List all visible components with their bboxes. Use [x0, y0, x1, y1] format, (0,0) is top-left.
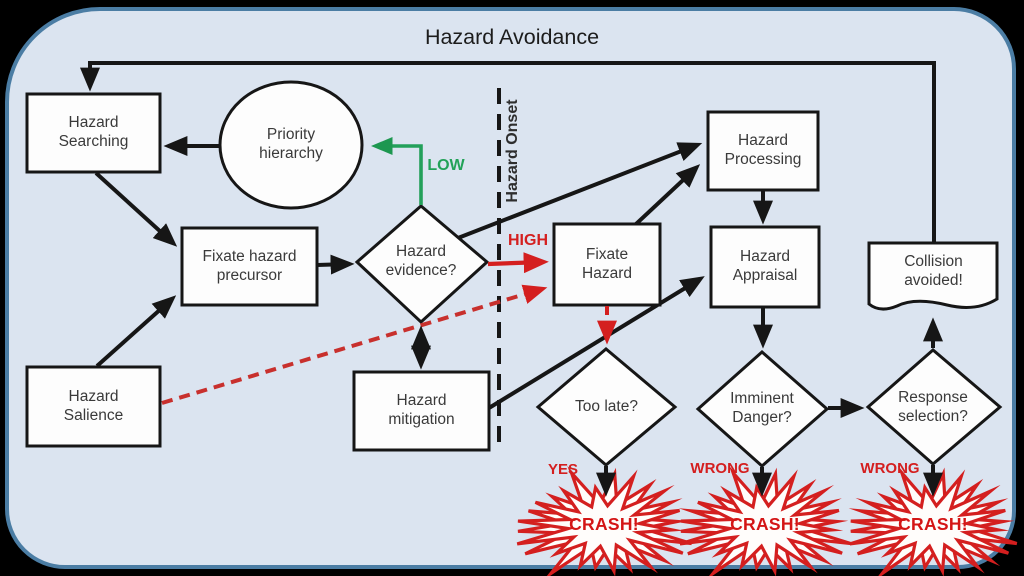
node-too-late-label: Too late? — [575, 397, 638, 415]
edge-searching-to-precursor — [94, 171, 178, 247]
node-hazard-mitigation-shape — [352, 370, 491, 452]
crash-starburst-3 — [848, 465, 1018, 576]
edge-evidence-to-fixate-high — [487, 252, 549, 274]
colored-edges — [161, 137, 617, 405]
node-collision-avoided-shape — [867, 241, 999, 311]
node-hazard-salience-shape — [25, 365, 162, 448]
crash-label-1: CRASH! — [569, 513, 639, 534]
crash-starburst-1 — [516, 465, 693, 576]
edge-salience-to-precursor — [95, 295, 177, 368]
low-edge-label: LOW — [427, 157, 465, 175]
crash-label-2: CRASH! — [730, 513, 800, 534]
diagram-title: Hazard Avoidance — [424, 25, 600, 50]
node-priority-hierarchy-shape — [218, 80, 364, 210]
node-hazard-evidence-shape — [354, 204, 490, 325]
high-edge-label: HIGH — [508, 232, 548, 250]
edge-mitigation-to-appraisal — [487, 276, 705, 410]
node-priority-hierarchy-label: Priority hierarchy — [259, 126, 323, 162]
node-hazard-searching-label: Hazard Searching — [58, 114, 129, 150]
node-hazard-appraisal-shape — [709, 225, 821, 309]
crash-arrows — [596, 465, 943, 497]
wrong-edge-label-2: WRONG — [860, 460, 920, 477]
node-imminent-danger-shape — [695, 349, 830, 469]
node-hazard-mitigation-label: Hazard mitigation — [388, 391, 455, 428]
crash-label-3: CRASH! — [898, 513, 968, 534]
node-fixate-hazard-shape — [552, 222, 662, 307]
diagram-panel — [5, 7, 1016, 569]
node-imminent-danger-label: Imminent Danger? — [730, 390, 794, 426]
node-shapes — [25, 80, 1003, 469]
node-fixate-hazard-precursor-label: Fixate hazard precursor — [202, 247, 297, 284]
hazard-onset-label: Hazard Onset — [504, 99, 522, 203]
edge-salience-to-fixate-dashed — [161, 284, 548, 405]
black-edges — [80, 61, 943, 446]
edge-precursor-to-evidence — [316, 254, 355, 275]
node-response-selection-label: Response selection? — [898, 389, 968, 425]
node-fixate-hazard-precursor-shape — [180, 226, 319, 307]
node-fixate-hazard-label: Fixate Hazard — [582, 245, 632, 282]
node-response-selection-shape — [865, 348, 1003, 466]
node-hazard-searching-shape — [25, 92, 162, 174]
edge-fixate-to-processing — [634, 164, 701, 226]
node-too-late-shape — [535, 347, 678, 467]
node-hazard-processing-shape — [706, 110, 820, 192]
node-collision-avoided-label: Collision avoided! — [904, 253, 963, 289]
node-hazard-salience-label: Hazard Salience — [63, 387, 124, 424]
yes-edge-label: YES — [547, 461, 578, 478]
edge-evidence-to-priority-low — [370, 137, 423, 205]
crash-starbursts — [516, 465, 1018, 576]
edge-collision-to-searching — [80, 61, 936, 242]
crash-starburst-2 — [678, 465, 852, 576]
node-hazard-evidence-label: Hazard evidence? — [385, 243, 457, 279]
wrong-edge-label-1: WRONG — [690, 460, 750, 477]
node-hazard-appraisal-label: Hazard Appraisal — [732, 248, 798, 284]
node-hazard-processing-label: Hazard Processing — [724, 132, 802, 168]
